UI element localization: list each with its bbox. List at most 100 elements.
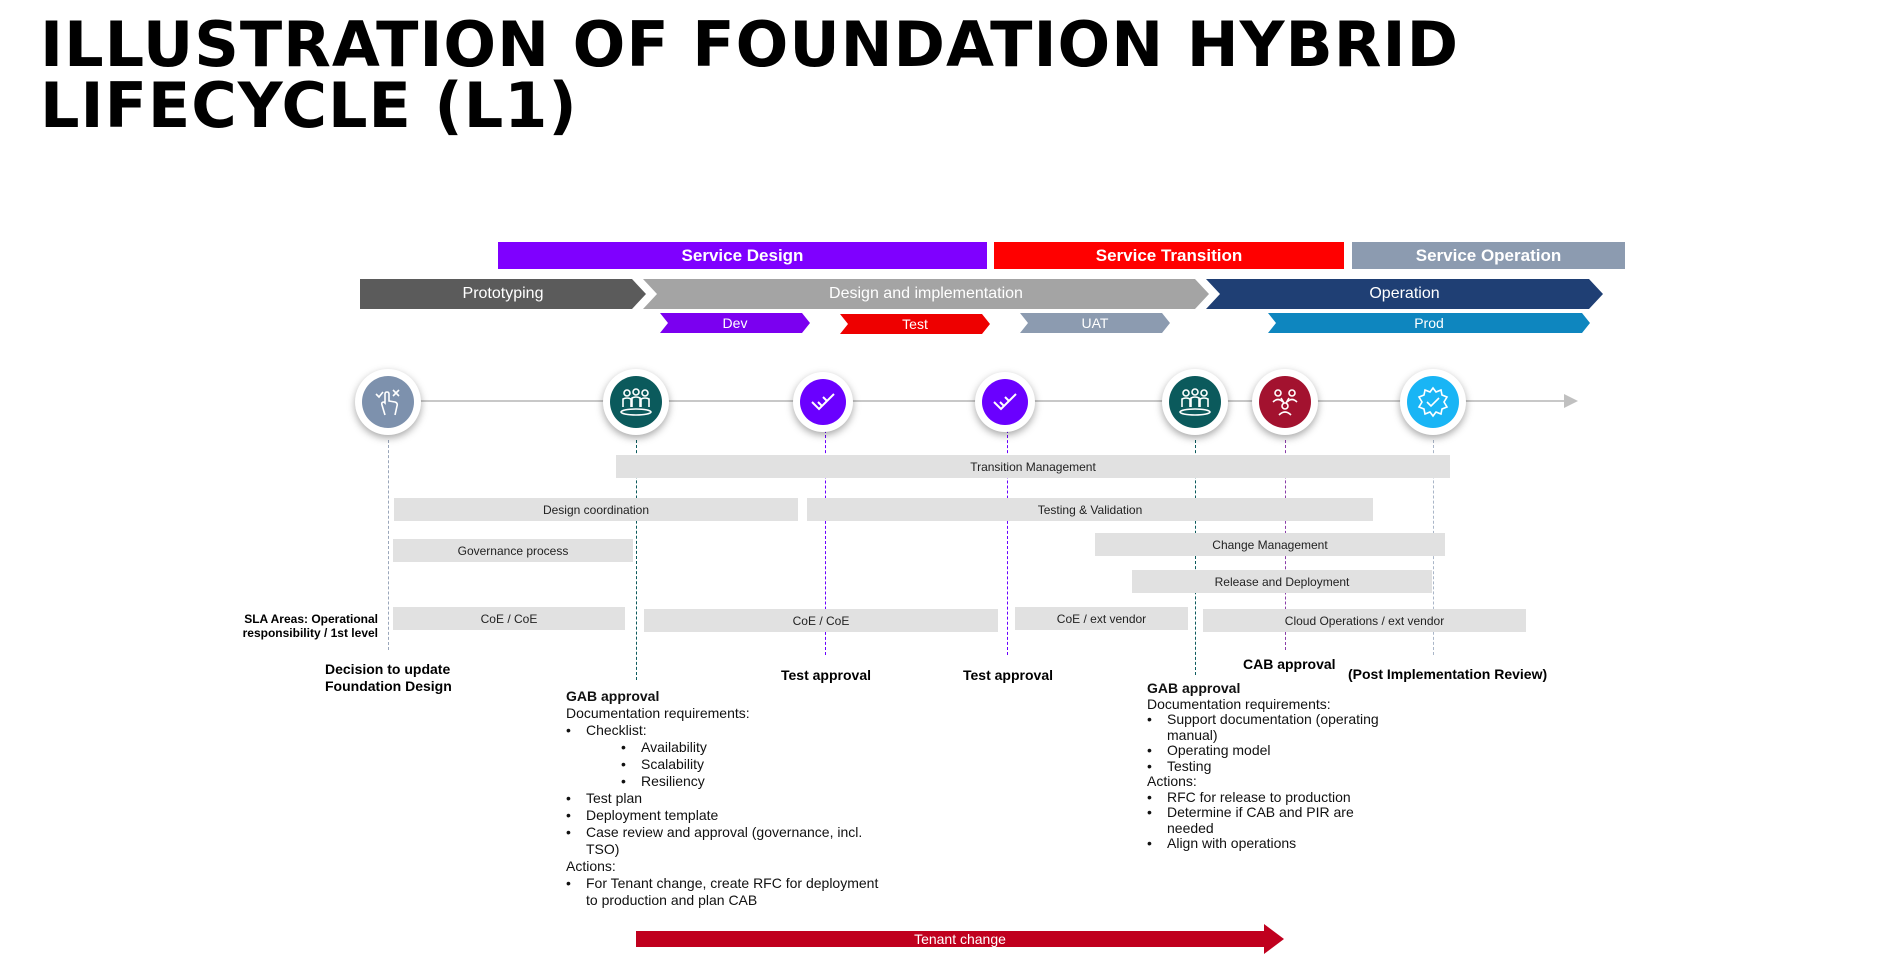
phase-service-operation-label: Service Operation bbox=[1415, 245, 1562, 265]
timeline-arrowhead-icon bbox=[1564, 394, 1578, 408]
gab1-heading: GAB approval bbox=[566, 688, 660, 704]
milestone-line-test2 bbox=[1007, 430, 1008, 655]
bar-coe-ext-vendor-label: CoE / ext vendor bbox=[1056, 611, 1147, 626]
gesture-icon bbox=[375, 389, 400, 416]
page-title-line1: ILLUSTRATION OF FOUNDATION HYBRID bbox=[40, 8, 1460, 81]
bar-testing-validation-label: Testing & Validation bbox=[1037, 502, 1143, 517]
gab2-action-item: Align with operations bbox=[1147, 835, 1387, 852]
sla-areas-line1: SLA Areas: Operational bbox=[244, 612, 378, 626]
gab1-actions-list: For Tenant change, create RFC for deploy… bbox=[566, 875, 886, 909]
gear-check-icon bbox=[1417, 386, 1449, 418]
milestone-label-test1: Test approval bbox=[781, 667, 871, 683]
bar-change-management: Change Management bbox=[1095, 533, 1445, 556]
gab1-doc-item: Test plan bbox=[566, 790, 886, 807]
page-title: ILLUSTRATION OF FOUNDATION HYBRID LIFECY… bbox=[40, 8, 1460, 142]
gab1-check-item: Scalability bbox=[621, 756, 886, 773]
gab2-doc-list: Support documentation (operating manual)… bbox=[1147, 711, 1387, 775]
stage-operation-label: Operation bbox=[1369, 285, 1440, 302]
gab2-doc-item: Operating model bbox=[1147, 742, 1387, 759]
milestone-line-decision bbox=[388, 440, 389, 650]
gab1-doc-item: Case review and approval (governance, in… bbox=[566, 824, 886, 858]
gab2-actions-list: RFC for release to production Determine … bbox=[1147, 789, 1387, 852]
page-title-line2: LIFECYCLE (L1) bbox=[40, 69, 578, 142]
bar-change-management-label: Change Management bbox=[1212, 537, 1328, 552]
milestone-label-cab: CAB approval bbox=[1243, 656, 1336, 672]
bar-design-coordination-label: Design coordination bbox=[542, 502, 650, 517]
env-dev-label: Dev bbox=[722, 315, 748, 331]
stage-design-implementation: Design and implementation bbox=[643, 279, 1209, 309]
gab2-heading: GAB approval bbox=[1147, 680, 1241, 696]
check-icon bbox=[993, 393, 1017, 411]
milestone-test2 bbox=[975, 372, 1035, 432]
gab1-checklist-label: Checklist: bbox=[586, 722, 647, 738]
check-icon bbox=[811, 393, 835, 411]
milestone-cab bbox=[1252, 369, 1318, 435]
bar-coe-2-label: CoE / CoE bbox=[792, 613, 850, 628]
milestone-label-decision: Decision to update Foundation Design bbox=[325, 661, 452, 695]
bar-transition-management-label: Transition Management bbox=[970, 459, 1096, 474]
tenant-change-label: Tenant change bbox=[914, 931, 1006, 947]
milestone-test1 bbox=[793, 372, 853, 432]
bar-governance-process-label: Governance process bbox=[457, 543, 569, 558]
sla-areas-label: SLA Areas: Operational responsibility / … bbox=[200, 612, 378, 640]
gab2-doc-req: Documentation requirements: bbox=[1147, 695, 1331, 712]
milestone-line-gab2 bbox=[1195, 440, 1196, 675]
bar-cloud-operations-label: Cloud Operations / ext vendor bbox=[1284, 613, 1445, 628]
gab2-actions-label: Actions: bbox=[1147, 773, 1197, 789]
sla-areas-line2: responsibility / 1st level bbox=[242, 626, 378, 640]
env-test-label: Test bbox=[902, 316, 928, 332]
env-prod: Prod bbox=[1268, 313, 1590, 333]
milestone-label-pir: (Post Implementation Review) bbox=[1348, 666, 1548, 682]
bar-coe-2: CoE / CoE bbox=[644, 609, 998, 632]
gab2-action-item: RFC for release to production bbox=[1147, 789, 1387, 806]
people-network-icon bbox=[1272, 389, 1298, 416]
people-group-icon bbox=[620, 388, 652, 416]
gab1-doc-list: Checklist: Availability Scalability Resi… bbox=[566, 722, 886, 858]
milestone-label-decision-line1: Decision to update bbox=[325, 661, 451, 677]
env-uat-label: UAT bbox=[1081, 315, 1109, 331]
gab1-actions-label: Actions: bbox=[566, 858, 616, 874]
bar-design-coordination: Design coordination bbox=[394, 498, 798, 521]
milestone-decision bbox=[355, 369, 421, 435]
gab1-detail: GAB approval Documentation requirements:… bbox=[566, 688, 886, 909]
phase-service-design: Service Design bbox=[498, 242, 987, 269]
stage-operation: Operation bbox=[1206, 279, 1603, 309]
phase-service-design-label: Service Design bbox=[681, 245, 804, 265]
milestone-gab1 bbox=[603, 369, 669, 435]
stage-prototyping: Prototyping bbox=[360, 279, 646, 309]
milestone-label-decision-line2: Foundation Design bbox=[325, 678, 452, 694]
gab1-action-item: For Tenant change, create RFC for deploy… bbox=[566, 875, 886, 909]
bar-coe-1-label: CoE / CoE bbox=[480, 611, 538, 626]
gab1-check-item: Resiliency bbox=[621, 773, 886, 790]
env-test: Test bbox=[840, 314, 990, 334]
phase-service-transition-label: Service Transition bbox=[1095, 245, 1243, 265]
people-group-icon bbox=[1179, 388, 1211, 416]
tenant-change-arrow: Tenant change bbox=[636, 924, 1284, 954]
milestone-gab2 bbox=[1162, 369, 1228, 435]
phase-service-transition: Service Transition bbox=[994, 242, 1344, 269]
env-dev: Dev bbox=[660, 313, 810, 333]
bar-transition-management: Transition Management bbox=[616, 455, 1450, 478]
gab2-doc-item: Testing bbox=[1147, 758, 1387, 775]
gab1-doc-req: Documentation requirements: bbox=[566, 705, 750, 721]
milestone-line-gab1 bbox=[636, 440, 637, 680]
stage-prototyping-label: Prototyping bbox=[462, 285, 544, 302]
milestone-label-test2: Test approval bbox=[963, 667, 1053, 683]
gab1-checklist: Checklist: Availability Scalability Resi… bbox=[566, 722, 886, 790]
gab1-check-item: Availability bbox=[621, 739, 886, 756]
gab1-checklist-items: Availability Scalability Resiliency bbox=[586, 739, 886, 790]
bar-cloud-operations: Cloud Operations / ext vendor bbox=[1203, 609, 1526, 632]
gab2-detail: GAB approval Documentation requirements:… bbox=[1147, 680, 1387, 852]
gab1-doc-item: Deployment template bbox=[566, 807, 886, 824]
bar-coe-1: CoE / CoE bbox=[393, 607, 625, 630]
milestone-pir bbox=[1400, 369, 1466, 435]
env-prod-label: Prod bbox=[1414, 315, 1444, 331]
bar-coe-ext-vendor: CoE / ext vendor bbox=[1015, 607, 1188, 630]
env-uat: UAT bbox=[1020, 313, 1170, 333]
milestone-line-test1 bbox=[825, 430, 826, 655]
gab2-action-item: Determine if CAB and PIR are needed bbox=[1147, 804, 1387, 836]
bar-release-deployment: Release and Deployment bbox=[1132, 570, 1432, 593]
bar-release-deployment-label: Release and Deployment bbox=[1214, 574, 1350, 589]
stage-design-implementation-label: Design and implementation bbox=[829, 285, 1023, 302]
bar-governance-process: Governance process bbox=[393, 539, 633, 562]
